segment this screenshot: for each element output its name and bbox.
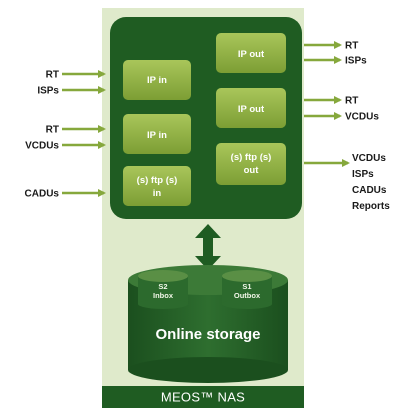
output-box-3-label-line1: (s) ftp (s) xyxy=(231,152,272,163)
input-label-isps: ISPs xyxy=(37,86,59,97)
footer-label: MEOS™ NAS xyxy=(161,390,245,405)
volume-outbox-name: Outbox xyxy=(234,291,261,300)
output-box-3-label-line2: out xyxy=(244,165,260,176)
input-box-3-label-line2: in xyxy=(153,188,162,199)
output-box-3: (s) ftp (s) out xyxy=(216,143,286,185)
output-label-isps-2: ISPs xyxy=(352,169,374,180)
storage-title: Online storage xyxy=(155,326,260,343)
output-label-rt-2: RT xyxy=(345,96,358,107)
output-label-vcdus-2: VCDUs xyxy=(352,153,386,164)
input-label-rt-2: RT xyxy=(46,125,59,136)
bidirectional-arrow xyxy=(195,224,221,270)
volume-inbox-id: S2 xyxy=(158,282,167,291)
input-box-2-label: IP in xyxy=(147,130,167,141)
output-box-2-label: IP out xyxy=(238,104,265,115)
input-box-3-label-line1: (s) ftp (s) xyxy=(137,175,178,186)
output-label-reports: Reports xyxy=(352,201,390,212)
input-arrows xyxy=(62,70,106,197)
volume-inbox-name: Inbox xyxy=(153,291,174,300)
output-label-cadus: CADUs xyxy=(352,185,387,196)
input-label-rt-1: RT xyxy=(46,70,59,81)
input-label-vcdus: VCDUs xyxy=(25,141,59,152)
output-box-2: IP out xyxy=(216,88,286,128)
input-box-1-label: IP in xyxy=(147,75,167,86)
volume-inbox: S2 Inbox xyxy=(138,270,188,309)
input-box-3: (s) ftp (s) in xyxy=(123,166,191,206)
input-box-2: IP in xyxy=(123,114,191,154)
input-label-cadus: CADUs xyxy=(25,189,60,200)
volume-outbox: S1 Outbox xyxy=(222,270,272,309)
input-box-1: IP in xyxy=(123,60,191,100)
output-label-isps: ISPs xyxy=(345,56,367,67)
output-box-1-label: IP out xyxy=(238,49,265,60)
output-label-rt-1: RT xyxy=(345,41,358,52)
footer-bar xyxy=(102,386,304,408)
output-box-1: IP out xyxy=(216,33,286,73)
output-arrows xyxy=(304,41,350,167)
output-label-vcdus: VCDUs xyxy=(345,112,379,123)
volume-outbox-id: S1 xyxy=(242,282,251,291)
